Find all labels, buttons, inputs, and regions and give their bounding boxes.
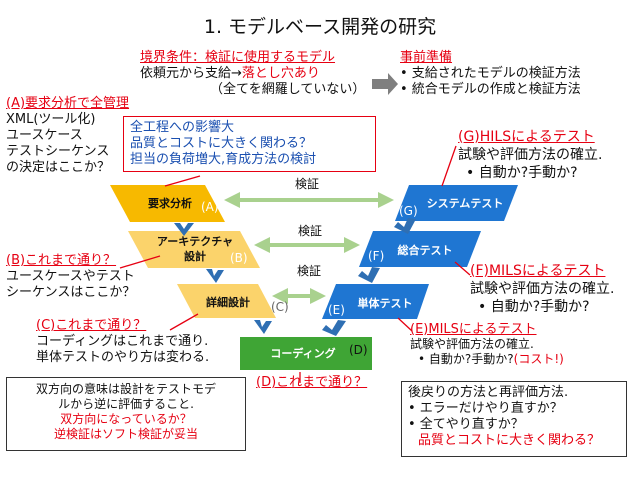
flow-arrow-5	[358, 267, 380, 283]
verify-label-3: 検証	[297, 264, 322, 278]
sys-label: システムテスト	[426, 197, 504, 210]
flow-arrow-4	[322, 320, 346, 336]
phase-integration-test	[359, 231, 481, 267]
boundary-heading: 境界条件：検証に使用するモデル	[140, 50, 336, 65]
sys-letter: (G)	[399, 204, 418, 218]
note-f: (F)MILSによるテスト 試験や評価方法の確立. • 自動か?手動か?	[470, 263, 615, 315]
note-e: (E)MILSによるテスト 試験や評価方法の確立. • 自動か?手動か?(コスト…	[410, 322, 564, 366]
flow-arrow-2	[206, 269, 224, 283]
unit-label: 単体テスト	[357, 297, 413, 310]
impact-box: 全工程への影響大 品質とコストに大きく関わる？ 担当の負荷増大,育成方法の検討	[123, 116, 376, 172]
phase-architecture-design	[128, 231, 260, 268]
boundary-to-prep-arrow	[372, 73, 398, 95]
phase-system-test	[395, 185, 518, 221]
phase-coding	[240, 337, 372, 370]
flow-arrow-3	[254, 320, 272, 334]
page-title: 1. モデルベース開発の研究	[203, 16, 437, 38]
prep-section: 事前準備 • 支給されたモデルの検証方法 • 統合モデルの作成と検証方法	[400, 50, 581, 97]
integ-label: 総合テスト	[397, 244, 453, 257]
unit-letter: (E)	[328, 303, 345, 317]
note-g: (G)HILSによるテスト 試験や評価方法の確立. • 自動か?手動か?	[458, 129, 603, 181]
connector-f-to-integ	[454, 261, 471, 276]
note-c: (C)これまで通り？ コーディングはこれまで通り. 単体テストのやり方は変わる.	[36, 318, 210, 365]
phase-requirements-analysis	[110, 185, 225, 222]
note-d: (D)これまで通り？	[256, 375, 368, 390]
arch-label: アーキテクチャ 設計	[156, 235, 234, 263]
coding-label: コーディング	[270, 347, 336, 360]
bidirectional-box: 双方向の意味は設計をテストモデ ルから逆に評価すること. 双方向になっているか？…	[6, 377, 246, 451]
flow-arrow-6	[394, 218, 416, 234]
detail-label: 詳細設計	[206, 296, 250, 309]
detail-letter: (C)	[271, 300, 289, 314]
connector-g-to-sys	[441, 145, 457, 187]
flow-arrow-1	[174, 223, 194, 236]
boundary-conditions: 境界条件：検証に使用するモデル 依頼元から支給→落とし穴あり （全てを網羅してい…	[140, 50, 366, 97]
prep-heading: 事前準備	[400, 50, 453, 65]
coding-letter: (D)	[349, 343, 368, 357]
note-a: (A)要求分析で全管理 XML(ツール化) ユースケース テストシーケンス の決…	[6, 96, 130, 175]
verify-label-2: 検証	[298, 224, 323, 238]
connector-impact-to-req	[164, 175, 201, 187]
req-label: 要求分析	[148, 197, 192, 210]
connector-e-to-unit	[397, 317, 413, 332]
connector-c-to-detail	[169, 313, 199, 331]
note-b: (B)これまで通り？ ユースケースやテスト シーケンスはここか？	[6, 253, 136, 300]
req-letter: (A)	[201, 200, 219, 214]
rework-box: 後戻りの方法と再評価方法. • エラーだけやり直すか？ • 全てやり直すか？ 品…	[401, 381, 627, 457]
connector-b-to-arch	[119, 255, 161, 269]
flow-arrows	[174, 218, 416, 336]
phase-unit-test	[322, 284, 429, 319]
integ-letter: (F)	[368, 249, 385, 263]
verify-label-1: 検証	[295, 177, 320, 191]
phase-detailed-design	[177, 284, 276, 318]
arch-letter: (B)	[230, 251, 248, 265]
